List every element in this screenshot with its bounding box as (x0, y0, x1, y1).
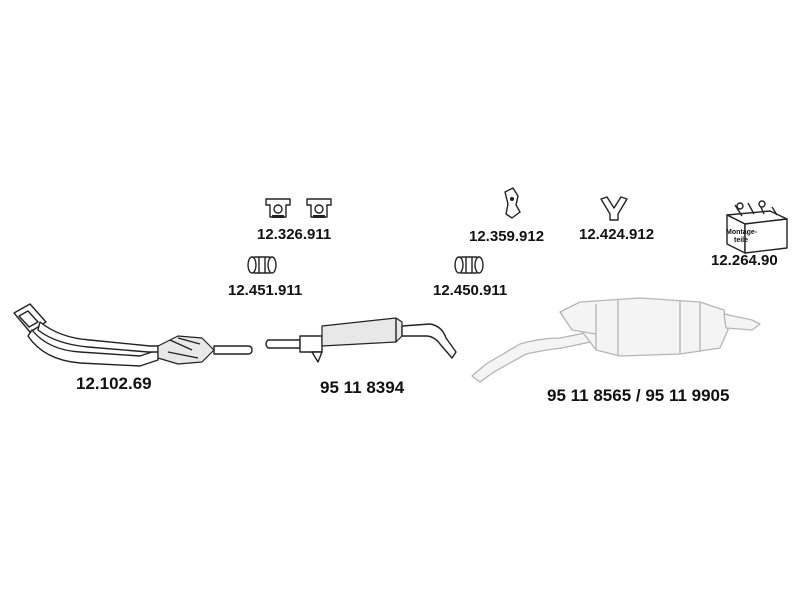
mounting-kit-icon: Montage- teile (726, 200, 788, 254)
catalytic-converter-drawing (13, 303, 253, 367)
middle-silencer-drawing (265, 317, 457, 363)
part-number-hanger-b: 12.424.912 (579, 226, 655, 243)
part-number-middle-silencer: 95 11 8394 (320, 378, 405, 397)
rear-silencer-drawing (471, 297, 761, 383)
pipe-clamp-icon (454, 256, 484, 274)
pipe-clamp-icon (247, 256, 277, 274)
bracket-icon (504, 187, 521, 219)
part-number-hanger-a: 12.326.911 (257, 226, 332, 243)
rubber-hanger-icon (306, 198, 332, 218)
mounting-kit-text-1: Montage- (726, 229, 758, 236)
part-number-rear-silencer: 95 11 8565 / 95 11 9905 (547, 386, 730, 405)
mounting-kit-text-2: teile (734, 237, 748, 244)
part-number-catalytic-converter: 12.102.69 (76, 374, 152, 393)
part-number-mounting-kit: 12.264.90 (711, 252, 778, 269)
rubber-hanger-icon (265, 198, 291, 218)
part-number-bracket-a: 12.359.912 (469, 228, 545, 245)
part-number-clamp-a: 12.451.911 (228, 282, 303, 299)
v-hanger-icon (600, 196, 628, 221)
part-number-clamp-b: 12.450.911 (433, 282, 508, 299)
